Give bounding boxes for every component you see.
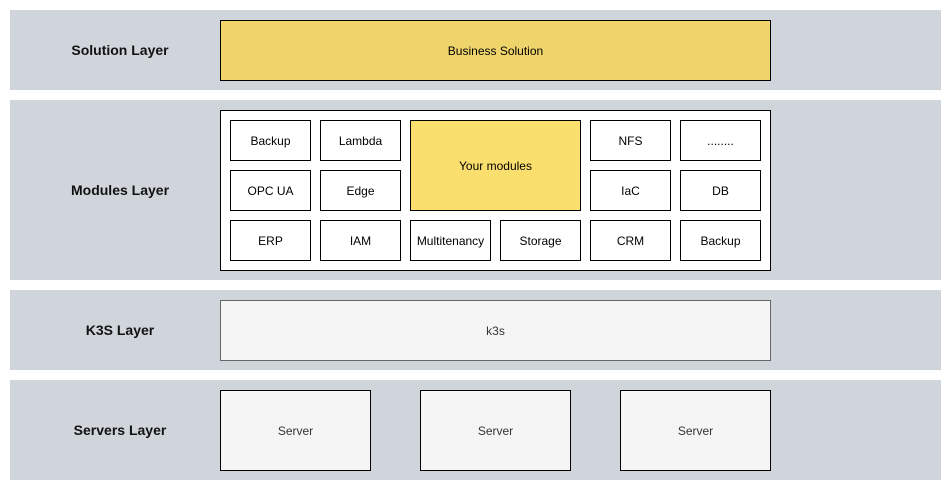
module-ellipsis: ........: [680, 120, 761, 161]
module-crm: CRM: [590, 220, 671, 261]
module-erp: ERP: [230, 220, 311, 261]
module-iac: IaC: [590, 170, 671, 211]
k3s-layer-label: K3S Layer: [85, 322, 155, 338]
server-box-3: Server: [620, 390, 771, 471]
module-iam: IAM: [320, 220, 401, 261]
module-edge: Edge: [320, 170, 401, 211]
module-multitenancy: Multitenancy: [410, 220, 491, 261]
module-your-modules: Your modules: [410, 120, 581, 211]
solution-layer-label: Solution Layer: [71, 42, 169, 58]
module-backup-2: Backup: [680, 220, 761, 261]
modules-layer-label: Modules Layer: [70, 182, 170, 198]
business-solution-box: Business Solution: [220, 20, 771, 81]
module-nfs: NFS: [590, 120, 671, 161]
module-storage: Storage: [500, 220, 581, 261]
module-backup: Backup: [230, 120, 311, 161]
server-box-1: Server: [220, 390, 371, 471]
k3s-box: k3s: [220, 300, 771, 361]
module-opc-ua: OPC UA: [230, 170, 311, 211]
servers-layer-label: Servers Layer: [73, 422, 167, 438]
module-db: DB: [680, 170, 761, 211]
server-box-2: Server: [420, 390, 571, 471]
module-lambda: Lambda: [320, 120, 401, 161]
